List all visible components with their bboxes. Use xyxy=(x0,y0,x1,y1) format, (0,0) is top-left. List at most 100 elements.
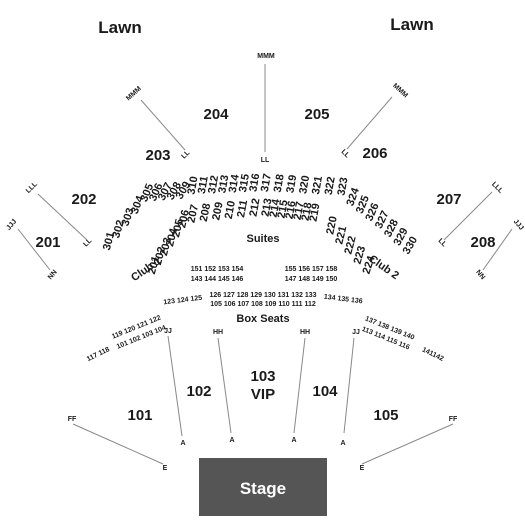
section-201[interactable]: 201 xyxy=(35,234,60,251)
aisle-line-jj-right xyxy=(343,337,355,434)
section-208[interactable]: 208 xyxy=(470,234,495,251)
stage-label: Stage xyxy=(240,479,286,498)
suite-320[interactable]: 320 xyxy=(297,175,312,195)
aisle-lines xyxy=(17,64,513,465)
suite-208[interactable]: 208 xyxy=(198,202,214,222)
suite-302[interactable]: 302 xyxy=(110,219,127,240)
aisle-line-ff-left xyxy=(72,423,164,465)
box-row-117[interactable]: 117 118 xyxy=(86,346,111,363)
suite-318[interactable]: 318 xyxy=(272,173,287,193)
box-row-134[interactable]: 134 135 136 xyxy=(323,294,363,306)
section-104[interactable]: 104 xyxy=(312,383,338,400)
suite-323[interactable]: 323 xyxy=(336,176,351,196)
section-103[interactable]: 103 xyxy=(250,368,275,385)
row-jj-right: JJ xyxy=(352,329,360,336)
section-105[interactable]: 105 xyxy=(373,407,398,424)
section-207[interactable]: 207 xyxy=(436,191,461,208)
row-a-3: A xyxy=(291,437,296,444)
suite-202[interactable]: 202 xyxy=(152,246,168,267)
suite-211[interactable]: 211 xyxy=(235,199,250,219)
aisle-line-201 xyxy=(17,228,51,271)
row-nn-right: NN xyxy=(474,269,486,281)
suite-222[interactable]: 222 xyxy=(342,235,358,256)
row-mmm-top: MMM xyxy=(257,53,275,60)
section-204[interactable]: 204 xyxy=(203,106,229,123)
suite-322[interactable]: 322 xyxy=(323,176,338,196)
box-row-141[interactable]: 141142 xyxy=(421,346,445,362)
suite-216[interactable]: 216 xyxy=(284,200,299,220)
box-row-147[interactable]: 147 148 149 150 xyxy=(285,276,338,283)
suite-311[interactable]: 311 xyxy=(196,175,211,195)
suites-label: Suites xyxy=(246,233,279,245)
section-102[interactable]: 102 xyxy=(186,383,211,400)
suite-201[interactable]: 201 xyxy=(146,255,162,276)
suite-arcs: 3013023033043053063073083092012022032042… xyxy=(101,173,420,276)
row-lll-left: LLL xyxy=(25,180,40,195)
suite-221[interactable]: 221 xyxy=(333,225,349,246)
section-202[interactable]: 202 xyxy=(71,191,96,208)
lawn-right-label: Lawn xyxy=(390,15,433,34)
suite-213[interactable]: 213 xyxy=(260,197,275,217)
suite-207[interactable]: 207 xyxy=(185,204,201,224)
section-vip[interactable]: VIP xyxy=(251,386,275,403)
suite-219[interactable]: 219 xyxy=(308,202,323,222)
row-jjj-left: JJJ xyxy=(5,218,18,232)
suite-215[interactable]: 215 xyxy=(276,199,291,219)
box-row-151[interactable]: 151 152 153 154 xyxy=(191,266,244,273)
suite-301[interactable]: 301 xyxy=(101,231,117,252)
lawn-left-label: Lawn xyxy=(98,18,141,37)
suite-223[interactable]: 223 xyxy=(352,245,369,266)
section-205[interactable]: 205 xyxy=(304,106,329,123)
row-ff-right: FF xyxy=(449,416,458,423)
row-ff-left: FF xyxy=(68,416,77,423)
suite-314[interactable]: 314 xyxy=(227,173,242,194)
row-ll-center: LL xyxy=(261,157,270,164)
section-203[interactable]: 203 xyxy=(145,147,170,164)
box-row-126[interactable]: 126 127 128 129 130 131 132 133 xyxy=(209,292,316,299)
box-row-105[interactable]: 105 106 107 108 109 110 111 112 xyxy=(210,301,316,308)
suite-212[interactable]: 212 xyxy=(248,197,263,217)
suite-310[interactable]: 310 xyxy=(186,175,201,195)
section-206[interactable]: 206 xyxy=(362,145,387,162)
suite-317[interactable]: 317 xyxy=(259,173,274,193)
suite-210[interactable]: 210 xyxy=(223,200,238,220)
suite-220[interactable]: 220 xyxy=(324,215,340,235)
box-row-155[interactable]: 155 156 157 158 xyxy=(285,266,338,273)
aisle-line-208 xyxy=(482,228,513,271)
suite-321[interactable]: 321 xyxy=(310,175,325,195)
suite-203[interactable]: 203 xyxy=(158,236,174,257)
suite-319[interactable]: 319 xyxy=(284,174,299,194)
row-mmm-left: MMM xyxy=(125,85,143,102)
suite-206[interactable]: 206 xyxy=(176,209,192,230)
row-hh-left: HH xyxy=(213,329,223,336)
row-ll-202: LL xyxy=(82,237,94,249)
suite-316[interactable]: 316 xyxy=(247,173,262,193)
suite-303[interactable]: 303 xyxy=(120,206,137,227)
row-a-4: A xyxy=(340,440,345,447)
row-a-2: A xyxy=(229,437,234,444)
row-ll-207: LL xyxy=(437,237,449,249)
row-jj-left: JJ xyxy=(164,328,172,335)
row-nn-left: NN xyxy=(47,269,59,281)
suite-205[interactable]: 205 xyxy=(170,218,186,239)
box-row-143[interactable]: 143 144 145 146 xyxy=(191,276,244,283)
box-seats-label: Box Seats xyxy=(236,313,289,325)
suite-218[interactable]: 218 xyxy=(300,202,315,222)
suite-217[interactable]: 217 xyxy=(292,201,307,221)
box-row-123[interactable]: 123 124 125 xyxy=(163,295,203,307)
suite-312[interactable]: 312 xyxy=(206,174,221,194)
suite-315[interactable]: 315 xyxy=(237,173,252,193)
aisle-line-jj-left xyxy=(167,335,183,437)
suite-214[interactable]: 214 xyxy=(268,197,283,218)
row-jjj-right: JJJ xyxy=(512,218,525,232)
suite-209[interactable]: 209 xyxy=(210,201,225,221)
suite-224[interactable]: 224 xyxy=(361,254,378,276)
row-hh-right: HH xyxy=(300,329,310,336)
aisle-line-hh-left xyxy=(217,337,232,434)
section-101[interactable]: 101 xyxy=(127,407,152,424)
suite-204[interactable]: 204 xyxy=(164,226,180,248)
stage xyxy=(199,458,327,516)
suite-313[interactable]: 313 xyxy=(216,174,231,194)
